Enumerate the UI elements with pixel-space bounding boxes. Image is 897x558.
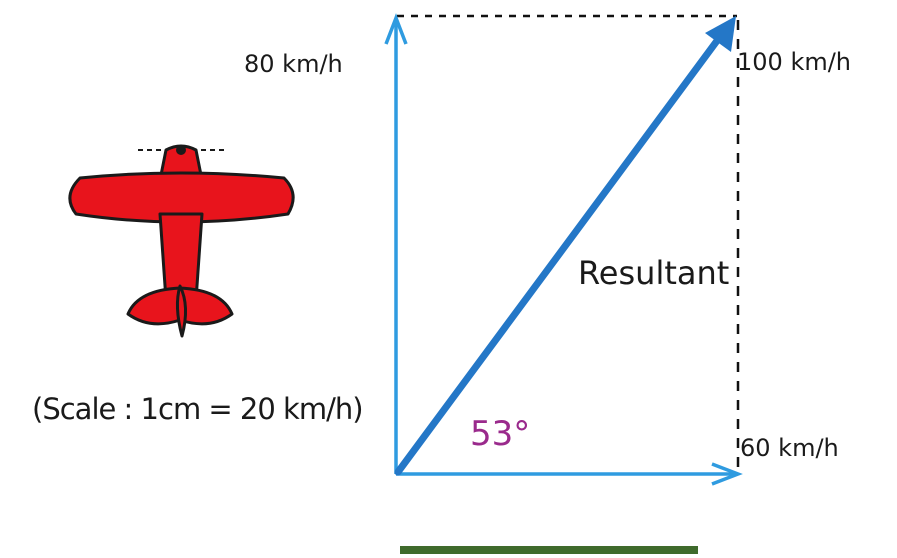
horizontal-vector-label: 60 km/h	[740, 434, 839, 462]
vertical-vector-label: 80 km/h	[244, 50, 343, 78]
bottom-color-bar	[400, 546, 698, 554]
scale-label: (Scale : 1cm = 20 km/h)	[32, 392, 364, 426]
resultant-arrow	[394, 30, 726, 476]
resultant-label: Resultant	[578, 254, 730, 292]
airplane-icon	[68, 144, 295, 338]
angle-label: 53°	[470, 414, 531, 454]
vertical-arrowhead	[384, 13, 408, 45]
horizontal-arrowhead	[711, 462, 743, 486]
resultant-magnitude-label: 100 km/h	[737, 48, 852, 76]
resultant-arrowhead	[705, 16, 736, 52]
